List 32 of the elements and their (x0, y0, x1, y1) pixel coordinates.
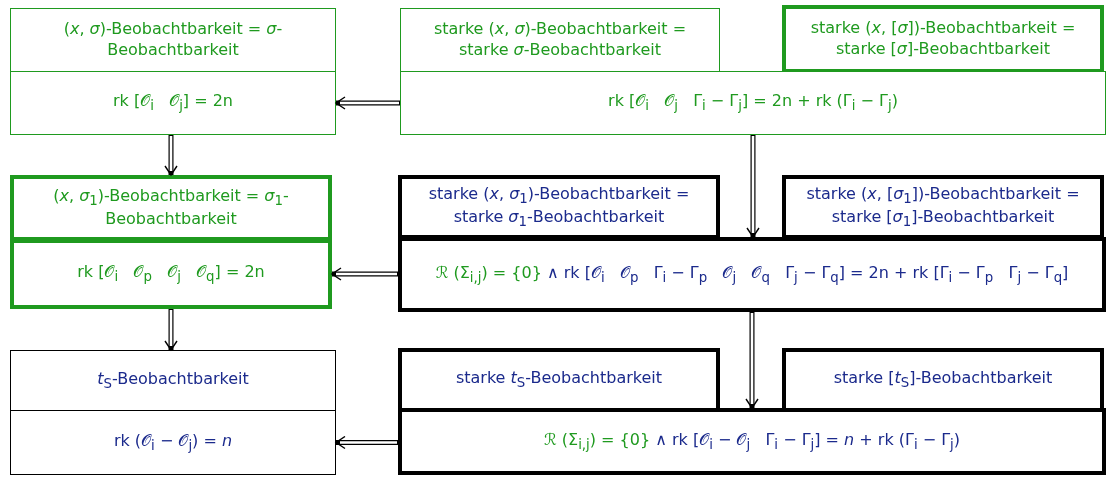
double-arrow (331, 267, 398, 281)
formula-box (10, 239, 332, 309)
double-arrow (745, 312, 759, 409)
double-arrow (335, 96, 400, 110)
formula-box (398, 408, 1106, 475)
concept-box (10, 175, 332, 241)
concept-box (782, 175, 1104, 239)
formula-box (10, 410, 336, 475)
concept-box (782, 5, 1104, 73)
concept-label: starke t$_{S}$-Beobachtbarkeit (455, 368, 663, 388)
formula-box (400, 71, 1106, 135)
concept-box (10, 8, 336, 72)
formula-box (10, 71, 336, 135)
concept-label: starke (x, [σ$_{1}$])-Beobachtbarkeit = starke [σ$_{1}$]-Beobachtbarkeit (806, 183, 1080, 226)
double-arrow (164, 309, 178, 351)
formula-box (398, 237, 1106, 312)
rank-formula: rk [𝒪$_{i}$ 𝒪$_{j}$] = 2n (113, 91, 233, 111)
concept-label: starke (x, σ)-Beobachtbarkeit = starke σ-Beobachtbarkeit (433, 19, 687, 59)
double-arrow (164, 135, 178, 176)
concept-box (400, 8, 720, 72)
concept-label: starke [t$_{S}$]-Beobachtbarkeit (833, 368, 1053, 388)
concept-label: (x, σ$_{1}$)-Beobachtbarkeit = σ$_{1}$-Beobachtbarkeit (53, 185, 289, 229)
double-arrow (335, 435, 398, 450)
concept-label: starke (x, [σ])-Beobachtbarkeit = starke [σ]-Beobachtbarkeit (810, 18, 1076, 58)
double-arrow (746, 135, 760, 238)
concept-label: starke (x, σ$_{1}$)-Beobachtbarkeit = starke σ$_{1}$-Beobachtbarkeit (428, 183, 690, 226)
concept-label: t$_{S}$-Beobachtbarkeit (97, 368, 249, 388)
rank-formula: rk [𝒪$_{i}$ 𝒪$_{p}$ 𝒪$_{j}$ 𝒪$_{q}$] = 2n (77, 262, 265, 282)
rank-formula: rk [𝒪$_{i}$ 𝒪$_{j}$ Γ$_{i}$ − Γ$_{j}$] = 2n + rk (Γ$_{i}$ − Γ$_{j}$) (608, 91, 898, 111)
concept-label: (x, σ)-Beobachtbarkeit = σ-Beobachtbarkeit (63, 19, 283, 59)
concept-box (10, 350, 336, 411)
concept-box (398, 175, 720, 239)
